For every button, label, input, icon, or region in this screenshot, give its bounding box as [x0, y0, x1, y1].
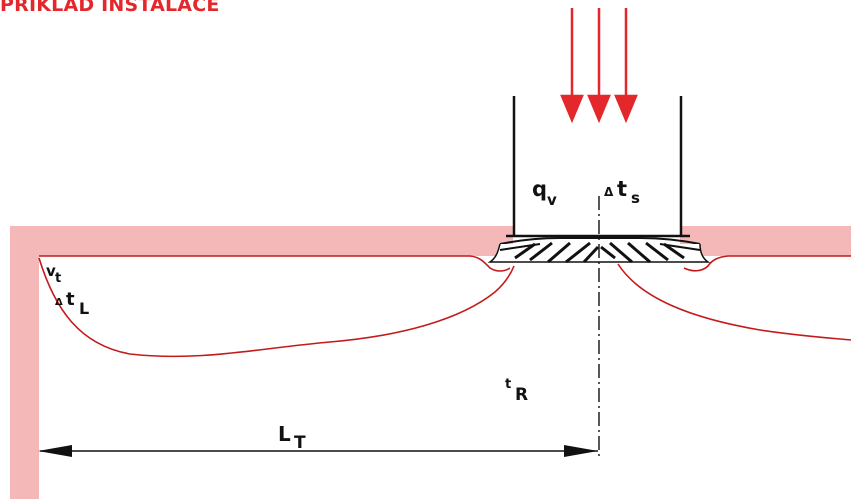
svg-text:Δ: Δ	[604, 185, 614, 199]
label-vt: v t	[46, 262, 61, 286]
svg-text:t: t	[617, 177, 627, 201]
label-delta-ts: Δ t s	[604, 177, 640, 207]
supply-air-arrows	[560, 8, 638, 124]
supply-duct	[512, 96, 683, 236]
svg-text:t: t	[66, 289, 75, 310]
svg-text:q: q	[532, 177, 547, 201]
throw-length-dimension	[38, 445, 598, 457]
ceiling-wall	[10, 226, 851, 499]
left-wall	[10, 226, 39, 499]
svg-text:T: T	[294, 433, 306, 453]
svg-text:s: s	[631, 189, 640, 207]
svg-text:R: R	[515, 385, 528, 405]
svg-text:v: v	[547, 191, 557, 209]
svg-text:L: L	[278, 422, 291, 446]
svg-text:L: L	[79, 299, 89, 318]
svg-text:t: t	[55, 271, 61, 286]
svg-text:t: t	[505, 377, 511, 392]
ceiling-right	[680, 226, 851, 256]
air-flow-curves	[38, 255, 851, 358]
label-qv: q v	[532, 177, 557, 209]
svg-text:v: v	[46, 262, 56, 280]
svg-text:Δ: Δ	[55, 297, 63, 308]
label-lt: L T	[278, 422, 306, 453]
diagram-title: PŘÍKLAD INSTALACE	[0, 0, 220, 16]
label-tr: t R	[505, 377, 528, 405]
ceiling-left	[10, 226, 513, 256]
label-delta-tl: Δ t L	[55, 289, 89, 318]
